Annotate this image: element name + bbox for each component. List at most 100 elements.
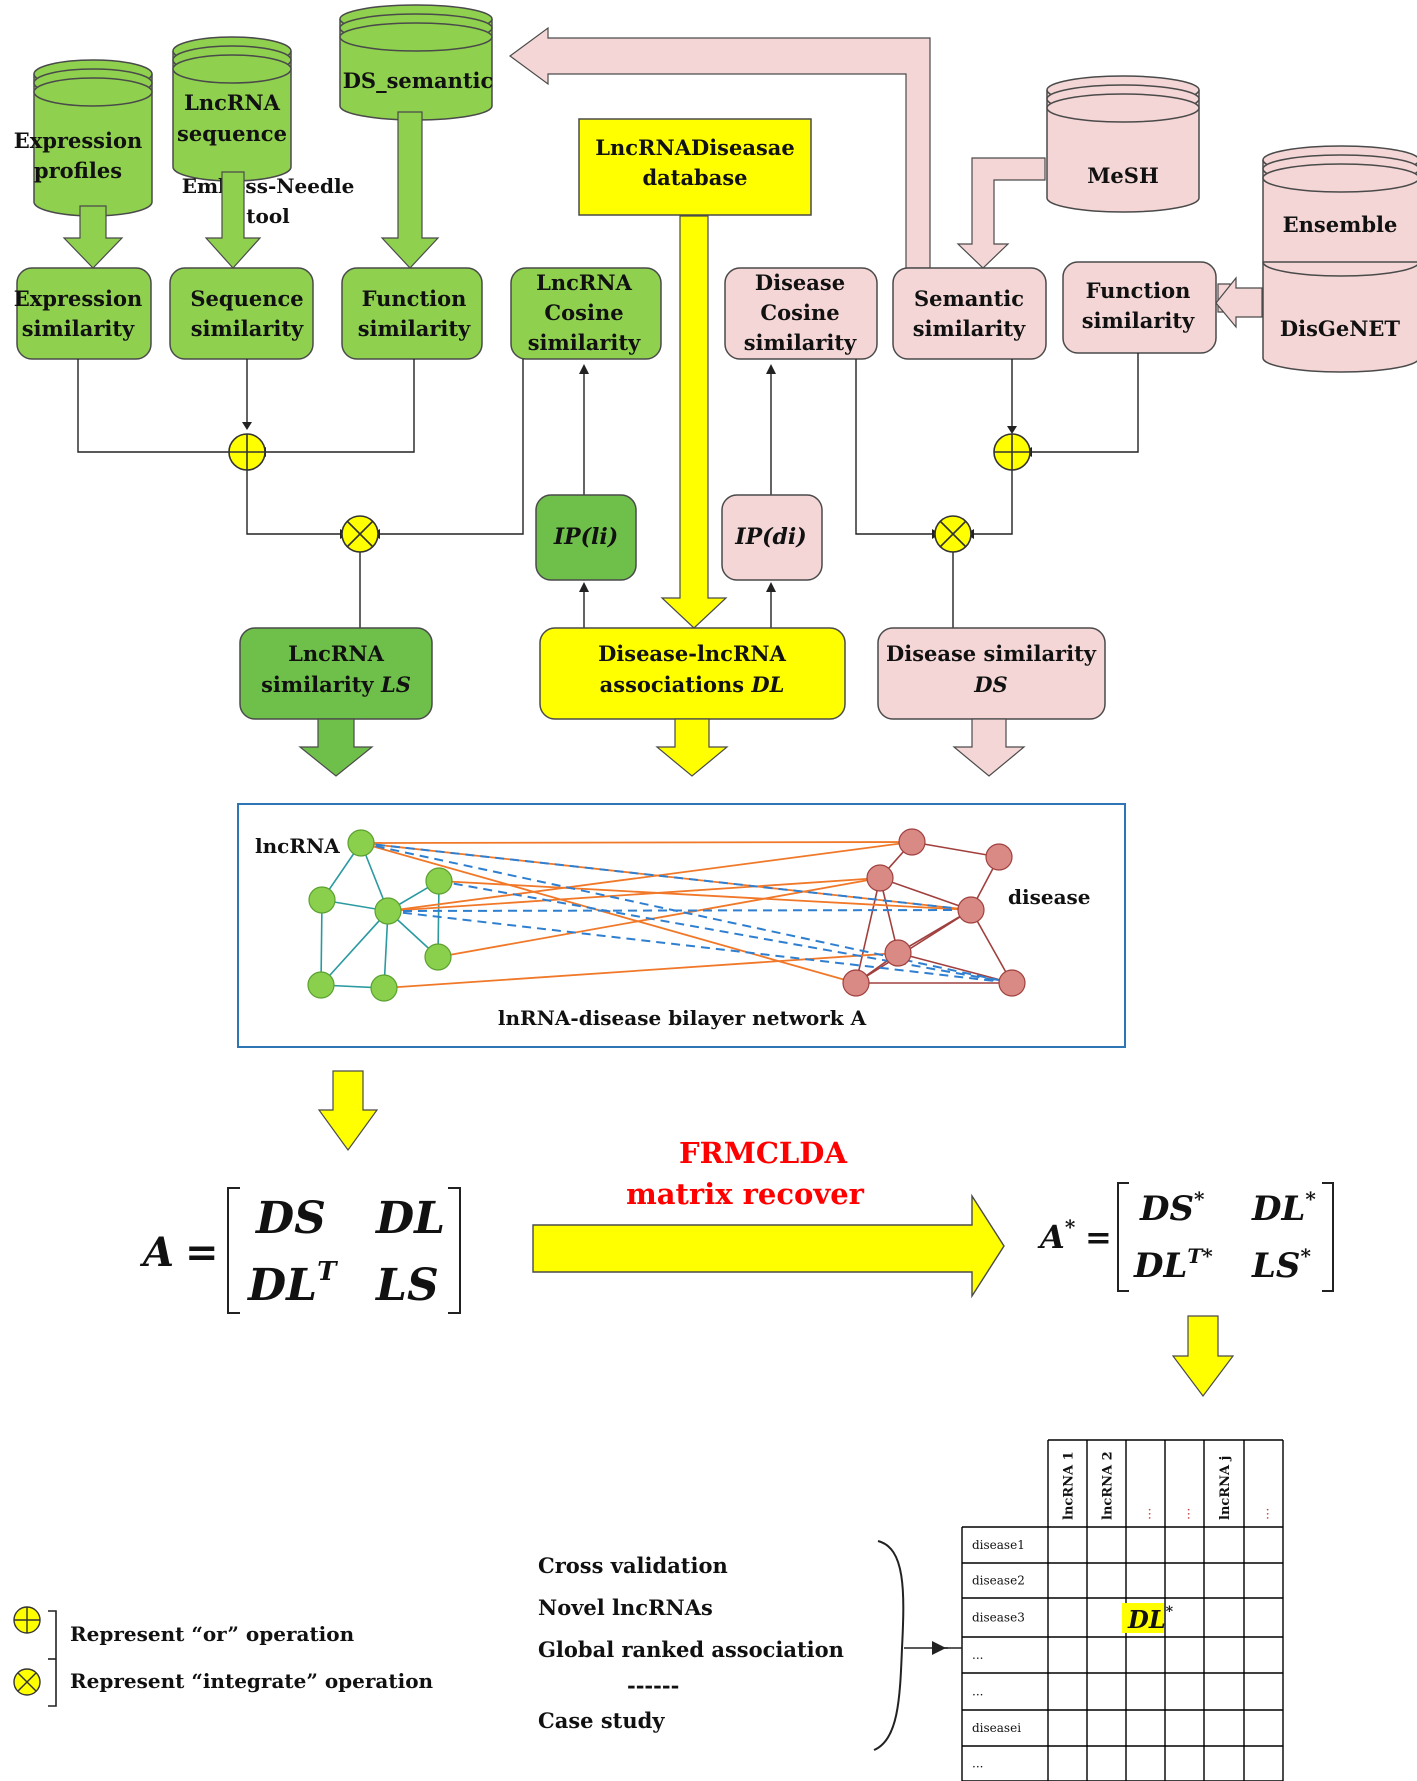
output-item: ------ xyxy=(627,1673,679,1698)
association-edge xyxy=(360,842,857,984)
expression-similarity-box: Expression similarity xyxy=(14,267,152,360)
integrate-node-lncrna xyxy=(341,515,379,553)
table-column-header: ... xyxy=(1179,1508,1194,1520)
output-item: Novel lncRNAs xyxy=(538,1595,713,1620)
table-row-header: disease3 xyxy=(972,1611,1025,1625)
sequence-db-line1: LncRNA xyxy=(184,90,280,115)
disease-lncrna-associations-box: Disease-lncRNA associations DL xyxy=(539,627,846,720)
ds-semantic-db: DS_semantic xyxy=(339,4,494,121)
mesh-db: MeSH xyxy=(1046,75,1200,213)
matrix-a-dl: DL xyxy=(374,1193,445,1244)
or-node-disease xyxy=(993,433,1031,471)
ensemble-label: Ensemble xyxy=(1283,212,1398,237)
lncrnadisease-db-line1: LncRNADiseasae xyxy=(595,135,795,160)
expression-db-line1: Expression xyxy=(14,128,143,153)
table-column-header: ... xyxy=(1140,1508,1155,1520)
output-item: Cross validation xyxy=(538,1553,728,1578)
table-column-header: ... xyxy=(1258,1508,1273,1520)
matrix-astar-dl: DL* xyxy=(1251,1187,1316,1229)
matrix-a-ds: DS xyxy=(254,1193,326,1244)
legend-or-text: Represent “or” operation xyxy=(70,1622,355,1646)
disease-edge xyxy=(879,877,972,911)
arrow-mesh-to-semantic xyxy=(956,157,1046,269)
lncrna-node xyxy=(424,943,452,971)
expression-similarity-line1: Expression xyxy=(14,286,143,311)
table-column-header: lncRNA 2 xyxy=(1101,1451,1116,1520)
matrix-recover-arrow xyxy=(532,1193,1005,1299)
function-similarity-l-line1: Function xyxy=(362,286,467,311)
lncrna-node xyxy=(370,974,398,1002)
disease-cosine-line1: Disease xyxy=(755,270,845,295)
table-row-header: diseasei xyxy=(972,1721,1021,1735)
disease-node xyxy=(957,896,985,924)
ip-di-box: IP(di) xyxy=(721,494,823,581)
semantic-similarity-box: Semantic similarity xyxy=(892,267,1047,360)
matrix-astar-eq: = xyxy=(1085,1218,1112,1256)
legend: Represent “or” operation Represent “inte… xyxy=(13,1606,434,1707)
sequence-similarity-line2: similarity xyxy=(191,316,304,341)
ds-box-line1: Disease similarity xyxy=(886,641,1097,666)
predicted-edge xyxy=(438,880,1013,984)
disease-edge xyxy=(855,909,972,984)
ip-li-label: IP(li) xyxy=(553,524,618,550)
association-edge xyxy=(437,877,881,958)
table-row-header: ... xyxy=(972,1685,983,1699)
arrow-dl-to-network xyxy=(655,718,729,777)
lncrna-edge xyxy=(320,899,323,986)
matrix-a-dlt: DLT xyxy=(246,1257,338,1311)
expression-similarity-line2: similarity xyxy=(22,316,135,341)
semantic-similarity-line1: Semantic xyxy=(914,286,1024,311)
lncrna-cosine-similarity-box: LncRNA Cosine similarity xyxy=(510,267,662,360)
ip-di-label: IP(di) xyxy=(734,524,806,550)
disease-cosine-line3: similarity xyxy=(744,330,857,355)
lncrna-edge xyxy=(320,910,389,986)
highlight-cell xyxy=(1122,1603,1164,1633)
matrix-a-star: A* = DS* DL* DLT* LS* xyxy=(1037,1182,1334,1292)
matrix-astar-ls: LS* xyxy=(1251,1244,1311,1286)
lncrnadisease-db: LncRNADiseasae database xyxy=(578,118,812,216)
disease-node xyxy=(998,969,1026,997)
table-row-header: ... xyxy=(972,1648,983,1662)
ip-li-box: IP(li) xyxy=(535,494,637,581)
highlight-dl-star: DL* xyxy=(1127,1604,1174,1634)
emboss-tool-line1: Emboss-Needle xyxy=(182,174,355,198)
lncrna-node xyxy=(308,886,336,914)
association-edge xyxy=(360,841,913,844)
lncrna-node xyxy=(347,829,375,857)
lncrna-layer-label: lncRNA xyxy=(255,834,340,858)
lncrna-ls-line2: similarity LS xyxy=(261,672,411,697)
predicted-edge xyxy=(360,842,972,911)
expression-profiles-db: Expression profiles xyxy=(14,59,153,217)
disease-edge xyxy=(855,877,881,984)
legend-integrate-text: Represent “integrate” operation xyxy=(70,1669,434,1693)
network-caption: lnRNA-disease bilayer network A xyxy=(498,1006,867,1030)
lncrna-ls-line1: LncRNA xyxy=(288,641,384,666)
matrix-a-lhs: A xyxy=(139,1229,174,1276)
matrix-a: A = DS DL DLT LS xyxy=(139,1187,461,1314)
function-similarity-lncrna-box: Function similarity xyxy=(341,267,483,360)
arrow-astar-down xyxy=(1171,1315,1235,1397)
matrix-astar-lhs: A* xyxy=(1037,1215,1076,1256)
integrate-node-disease xyxy=(934,515,972,553)
arrow-semantic-to-ds-semantic xyxy=(508,26,931,269)
arrow-ls-to-network xyxy=(298,718,374,777)
matrix-a-eq: = xyxy=(185,1229,219,1276)
function-similarity-d-line1: Function xyxy=(1086,278,1191,303)
lncrna-node xyxy=(307,971,335,999)
output-item: Case study xyxy=(538,1708,665,1733)
or-node-lncrna xyxy=(228,433,266,471)
table-column-header: lncRNA 1 xyxy=(1062,1451,1077,1520)
lncrna-similarity-ls-box: LncRNA similarity LS xyxy=(239,627,433,720)
table-row-header: disease1 xyxy=(972,1538,1025,1552)
ds-semantic-db-label: DS_semantic xyxy=(343,68,494,93)
arrow-function-down xyxy=(380,111,440,269)
disease-layer-label: disease xyxy=(1008,885,1091,909)
table-column-header: lncRNA j xyxy=(1218,1456,1233,1520)
ds-box-line2: DS xyxy=(973,672,1007,697)
function-similarity-d-line2: similarity xyxy=(1082,308,1195,333)
result-table: lncRNA 1 lncRNA 2...... lncRNA j... diseas… xyxy=(961,1439,1284,1781)
disease-similarity-ds-box: Disease similarity DS xyxy=(877,627,1106,720)
ensemble-disgenet-db: Ensemble DisGeNET xyxy=(1262,145,1417,373)
lncrna-cosine-line3: similarity xyxy=(528,330,641,355)
